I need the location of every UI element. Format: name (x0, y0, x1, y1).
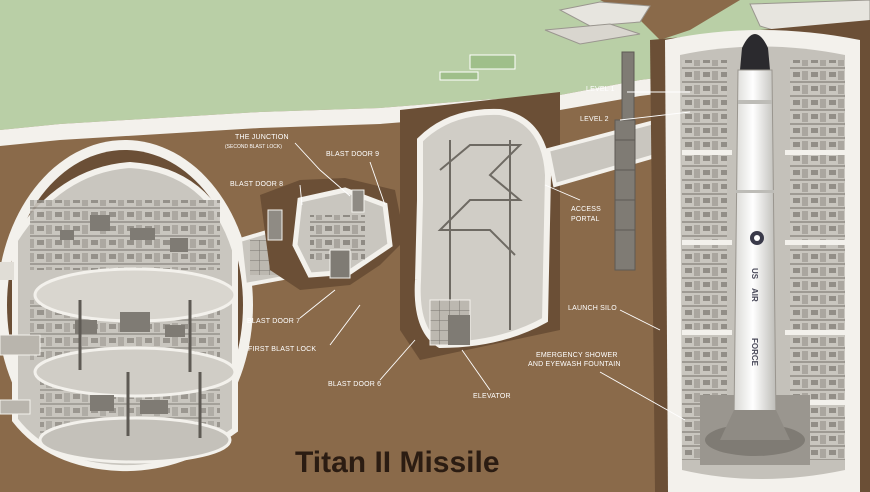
label-emergency-1: EMERGENCY SHOWER (536, 352, 618, 359)
titan-ii-missile (720, 34, 790, 440)
callout-leaders (294, 91, 691, 421)
label-launch-silo: LAUNCH SILO (568, 305, 617, 312)
label-access-portal-1: ACCESS (571, 206, 601, 213)
label-blast-door-9: BLAST DOOR 9 (326, 151, 379, 158)
page-title: Titan II Missile (295, 446, 500, 479)
label-access-portal-2: PORTAL (571, 216, 600, 223)
access-portal-shaft (400, 92, 560, 360)
label-blast-door-8: BLAST DOOR 8 (230, 181, 283, 188)
label-first-blast-lock: FIRST BLAST LOCK (248, 346, 316, 353)
label-junction: THE JUNCTION (235, 134, 289, 141)
grass-surface (0, 0, 870, 130)
missile-text-us: US (750, 268, 759, 280)
label-level-2: LEVEL 2 (580, 116, 609, 123)
ground-edge (0, 40, 870, 146)
control-center (0, 140, 253, 472)
junction (260, 178, 405, 290)
missile-text-force: FORCE (750, 338, 759, 367)
label-elevator: ELEVATOR (473, 393, 511, 400)
label-blast-door-7: BLAST DOOR 7 (247, 318, 300, 325)
missile-text-air: AIR (750, 288, 759, 302)
label-junction-sub: (SECOND BLAST LOCK) (225, 144, 282, 150)
label-blast-door-6: BLAST DOOR 6 (328, 381, 381, 388)
label-level-1: LEVEL 1 (586, 86, 615, 93)
label-emergency-2: AND EYEWASH FOUNTAIN (528, 361, 621, 368)
